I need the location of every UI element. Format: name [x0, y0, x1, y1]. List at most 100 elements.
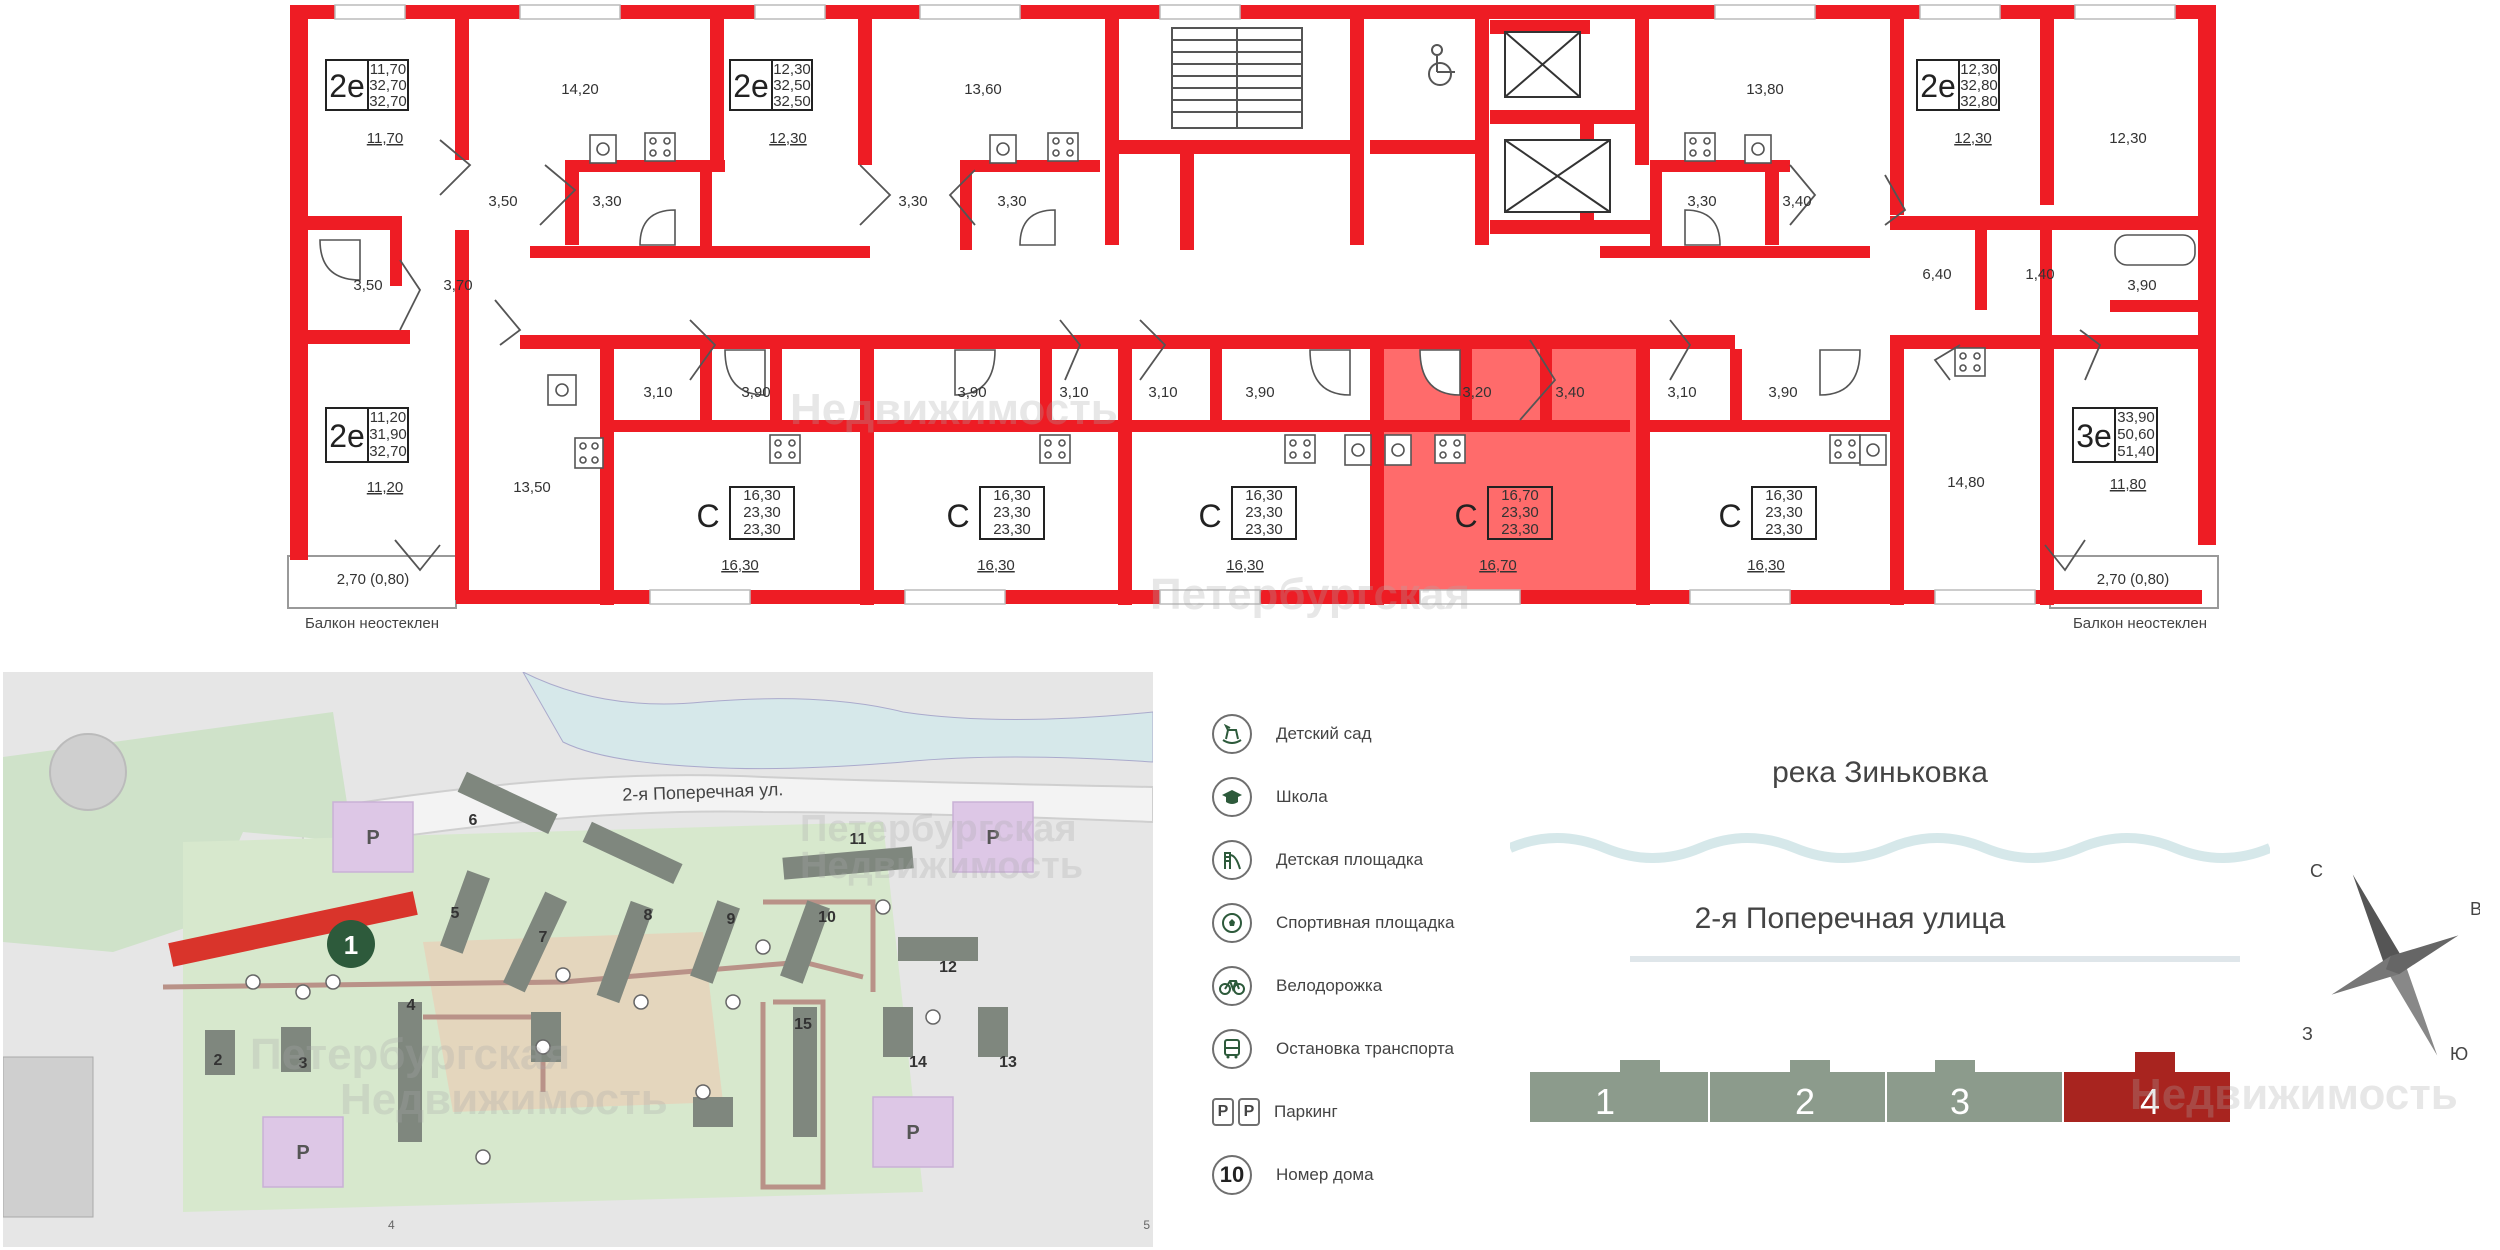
svg-text:3,40: 3,40 [1782, 193, 1811, 210]
svg-text:16,30: 16,30 [1765, 487, 1803, 504]
svg-text:3,30: 3,30 [592, 193, 621, 210]
svg-text:23,30: 23,30 [1501, 504, 1539, 521]
apartment-studio-3[interactable]: С 16,30 23,30 23,30 16,30 [1198, 486, 1297, 574]
svg-text:3,90: 3,90 [741, 384, 770, 401]
windows-bottom [649, 589, 2036, 605]
svg-text:14: 14 [909, 1054, 927, 1071]
svg-text:1: 1 [1595, 1081, 1615, 1122]
svg-text:16,30: 16,30 [977, 557, 1015, 574]
legend-item-kindergarten: Детский сад [1212, 710, 1372, 758]
svg-text:11,70: 11,70 [370, 61, 406, 78]
svg-text:С: С [946, 498, 969, 534]
street-line [1630, 956, 2240, 962]
svg-text:P: P [296, 1142, 309, 1164]
svg-text:С: С [1198, 498, 1221, 534]
balcony-note-right: Балкон неостеклен [2073, 615, 2207, 632]
svg-text:16,30: 16,30 [721, 557, 759, 574]
apartment-studio-2[interactable]: С 16,30 23,30 23,30 16,30 [946, 486, 1045, 574]
svg-text:2: 2 [1795, 1081, 1815, 1122]
svg-text:1: 1 [344, 930, 358, 960]
legend-label: Паркинг [1274, 1102, 1338, 1121]
apartment-studio-selected[interactable]: С 16,70 23,30 23,30 16,70 [1454, 486, 1553, 574]
svg-text:23,30: 23,30 [1245, 521, 1283, 538]
selected-apartment-highlight[interactable] [1378, 338, 1636, 600]
legend-item-bike-path: Велодорожка [1212, 962, 1382, 1010]
graduation-cap-icon [1212, 777, 1252, 817]
svg-text:3,10: 3,10 [1059, 384, 1088, 401]
legend-label: Детский сад [1276, 724, 1372, 743]
svg-text:51,40: 51,40 [2117, 443, 2155, 460]
svg-text:4: 4 [388, 1218, 395, 1232]
svg-text:3,30: 3,30 [1687, 193, 1716, 210]
svg-text:3,50: 3,50 [353, 277, 382, 294]
svg-text:12,30: 12,30 [1960, 61, 1998, 78]
legend-item-bus-stop: Остановка транспорта [1212, 1025, 1454, 1073]
apartment-2e-top-2[interactable]: 2е 12,30 32,50 32,50 12,30 [729, 59, 813, 147]
svg-text:16,30: 16,30 [1245, 487, 1283, 504]
apartment-2e-bottom-left[interactable]: 2е 11,20 31,90 32,70 11,20 [325, 407, 409, 496]
svg-text:1,40: 1,40 [2025, 266, 2054, 283]
svg-text:3,90: 3,90 [1768, 384, 1797, 401]
slide-icon [1212, 840, 1252, 880]
svg-text:13,80: 13,80 [1746, 81, 1784, 98]
svg-text:3,30: 3,30 [898, 193, 927, 210]
apartment-2e-top-left[interactable]: 2е 11,70 32,70 32,70 11,70 [325, 59, 409, 147]
legend-item-playground: Детская площадка [1212, 836, 1423, 884]
svg-text:12,30: 12,30 [769, 130, 807, 147]
svg-text:3е: 3е [2076, 418, 2112, 454]
selected-building-badge[interactable] [327, 920, 375, 968]
legend-item-sports: Спортивная площадка [1212, 899, 1455, 947]
svg-text:13,60: 13,60 [964, 81, 1002, 98]
svg-text:С: С [1454, 498, 1477, 534]
floor-plan: 2е 11,70 32,70 32,70 11,70 2е 12,30 32,5… [287, 4, 2219, 632]
sinks-toilets [319, 134, 2196, 466]
svg-text:12: 12 [939, 959, 957, 976]
svg-text:3,20: 3,20 [1462, 384, 1491, 401]
apartment-studio-5[interactable]: С 16,30 23,30 23,30 16,30 [1718, 486, 1817, 574]
svg-text:11,20: 11,20 [370, 409, 406, 426]
apartment-3e[interactable]: 3е 33,90 50,60 51,40 11,80 [2072, 407, 2158, 493]
svg-text:32,80: 32,80 [1960, 93, 1998, 110]
svg-text:16,30: 16,30 [743, 487, 781, 504]
svg-text:3,50: 3,50 [488, 193, 517, 210]
svg-text:2е: 2е [1920, 68, 1956, 104]
svg-text:4: 4 [407, 997, 416, 1014]
svg-text:23,30: 23,30 [743, 504, 781, 521]
svg-text:В: В [2470, 899, 2480, 919]
legend-label: Велодорожка [1276, 976, 1383, 995]
rocking-horse-icon [1212, 714, 1252, 754]
svg-text:23,30: 23,30 [1501, 521, 1539, 538]
street-label: 2-я Поперечная улица [1694, 902, 2006, 935]
svg-text:23,30: 23,30 [1765, 504, 1803, 521]
svg-text:3,40: 3,40 [1555, 384, 1584, 401]
svg-text:16,30: 16,30 [1226, 557, 1264, 574]
svg-text:14,80: 14,80 [1947, 474, 1985, 491]
svg-text:33,90: 33,90 [2117, 409, 2155, 426]
sections-diagram: 1 2 3 4 [1530, 1052, 2230, 1122]
svg-text:32,70: 32,70 [369, 443, 407, 460]
svg-text:3,30: 3,30 [997, 193, 1026, 210]
svg-text:32,50: 32,50 [773, 93, 811, 110]
compass: С В Ю З [2302, 861, 2480, 1064]
svg-text:32,70: 32,70 [369, 77, 407, 94]
svg-text:Ю: Ю [2450, 1044, 2468, 1064]
svg-text:7: 7 [539, 929, 548, 946]
svg-text:С: С [2310, 861, 2323, 881]
svg-text:15: 15 [794, 1016, 812, 1033]
svg-text:3,90: 3,90 [2127, 277, 2156, 294]
svg-text:14,20: 14,20 [561, 81, 599, 98]
svg-text:С: С [696, 498, 719, 534]
svg-text:31,90: 31,90 [369, 426, 407, 443]
selected-building[interactable] [168, 891, 418, 967]
apartment-studio-1[interactable]: С 16,30 23,30 23,30 16,30 [696, 486, 795, 574]
svg-text:3,90: 3,90 [1245, 384, 1274, 401]
apartment-2e-top-3[interactable]: 2е 12,30 32,80 32,80 12,30 [1916, 59, 2000, 147]
building-number-labels: 6 5 7 8 9 10 11 12 13 14 15 4 3 2 [214, 812, 1017, 1072]
selected-section[interactable] [2064, 1052, 2230, 1122]
svg-text:P: P [906, 1122, 919, 1144]
legend-item-school: Школа [1212, 773, 1328, 821]
svg-text:С: С [1718, 498, 1741, 534]
svg-text:11,20: 11,20 [367, 479, 403, 496]
svg-text:3: 3 [299, 1055, 308, 1072]
svg-text:4: 4 [2140, 1081, 2160, 1122]
